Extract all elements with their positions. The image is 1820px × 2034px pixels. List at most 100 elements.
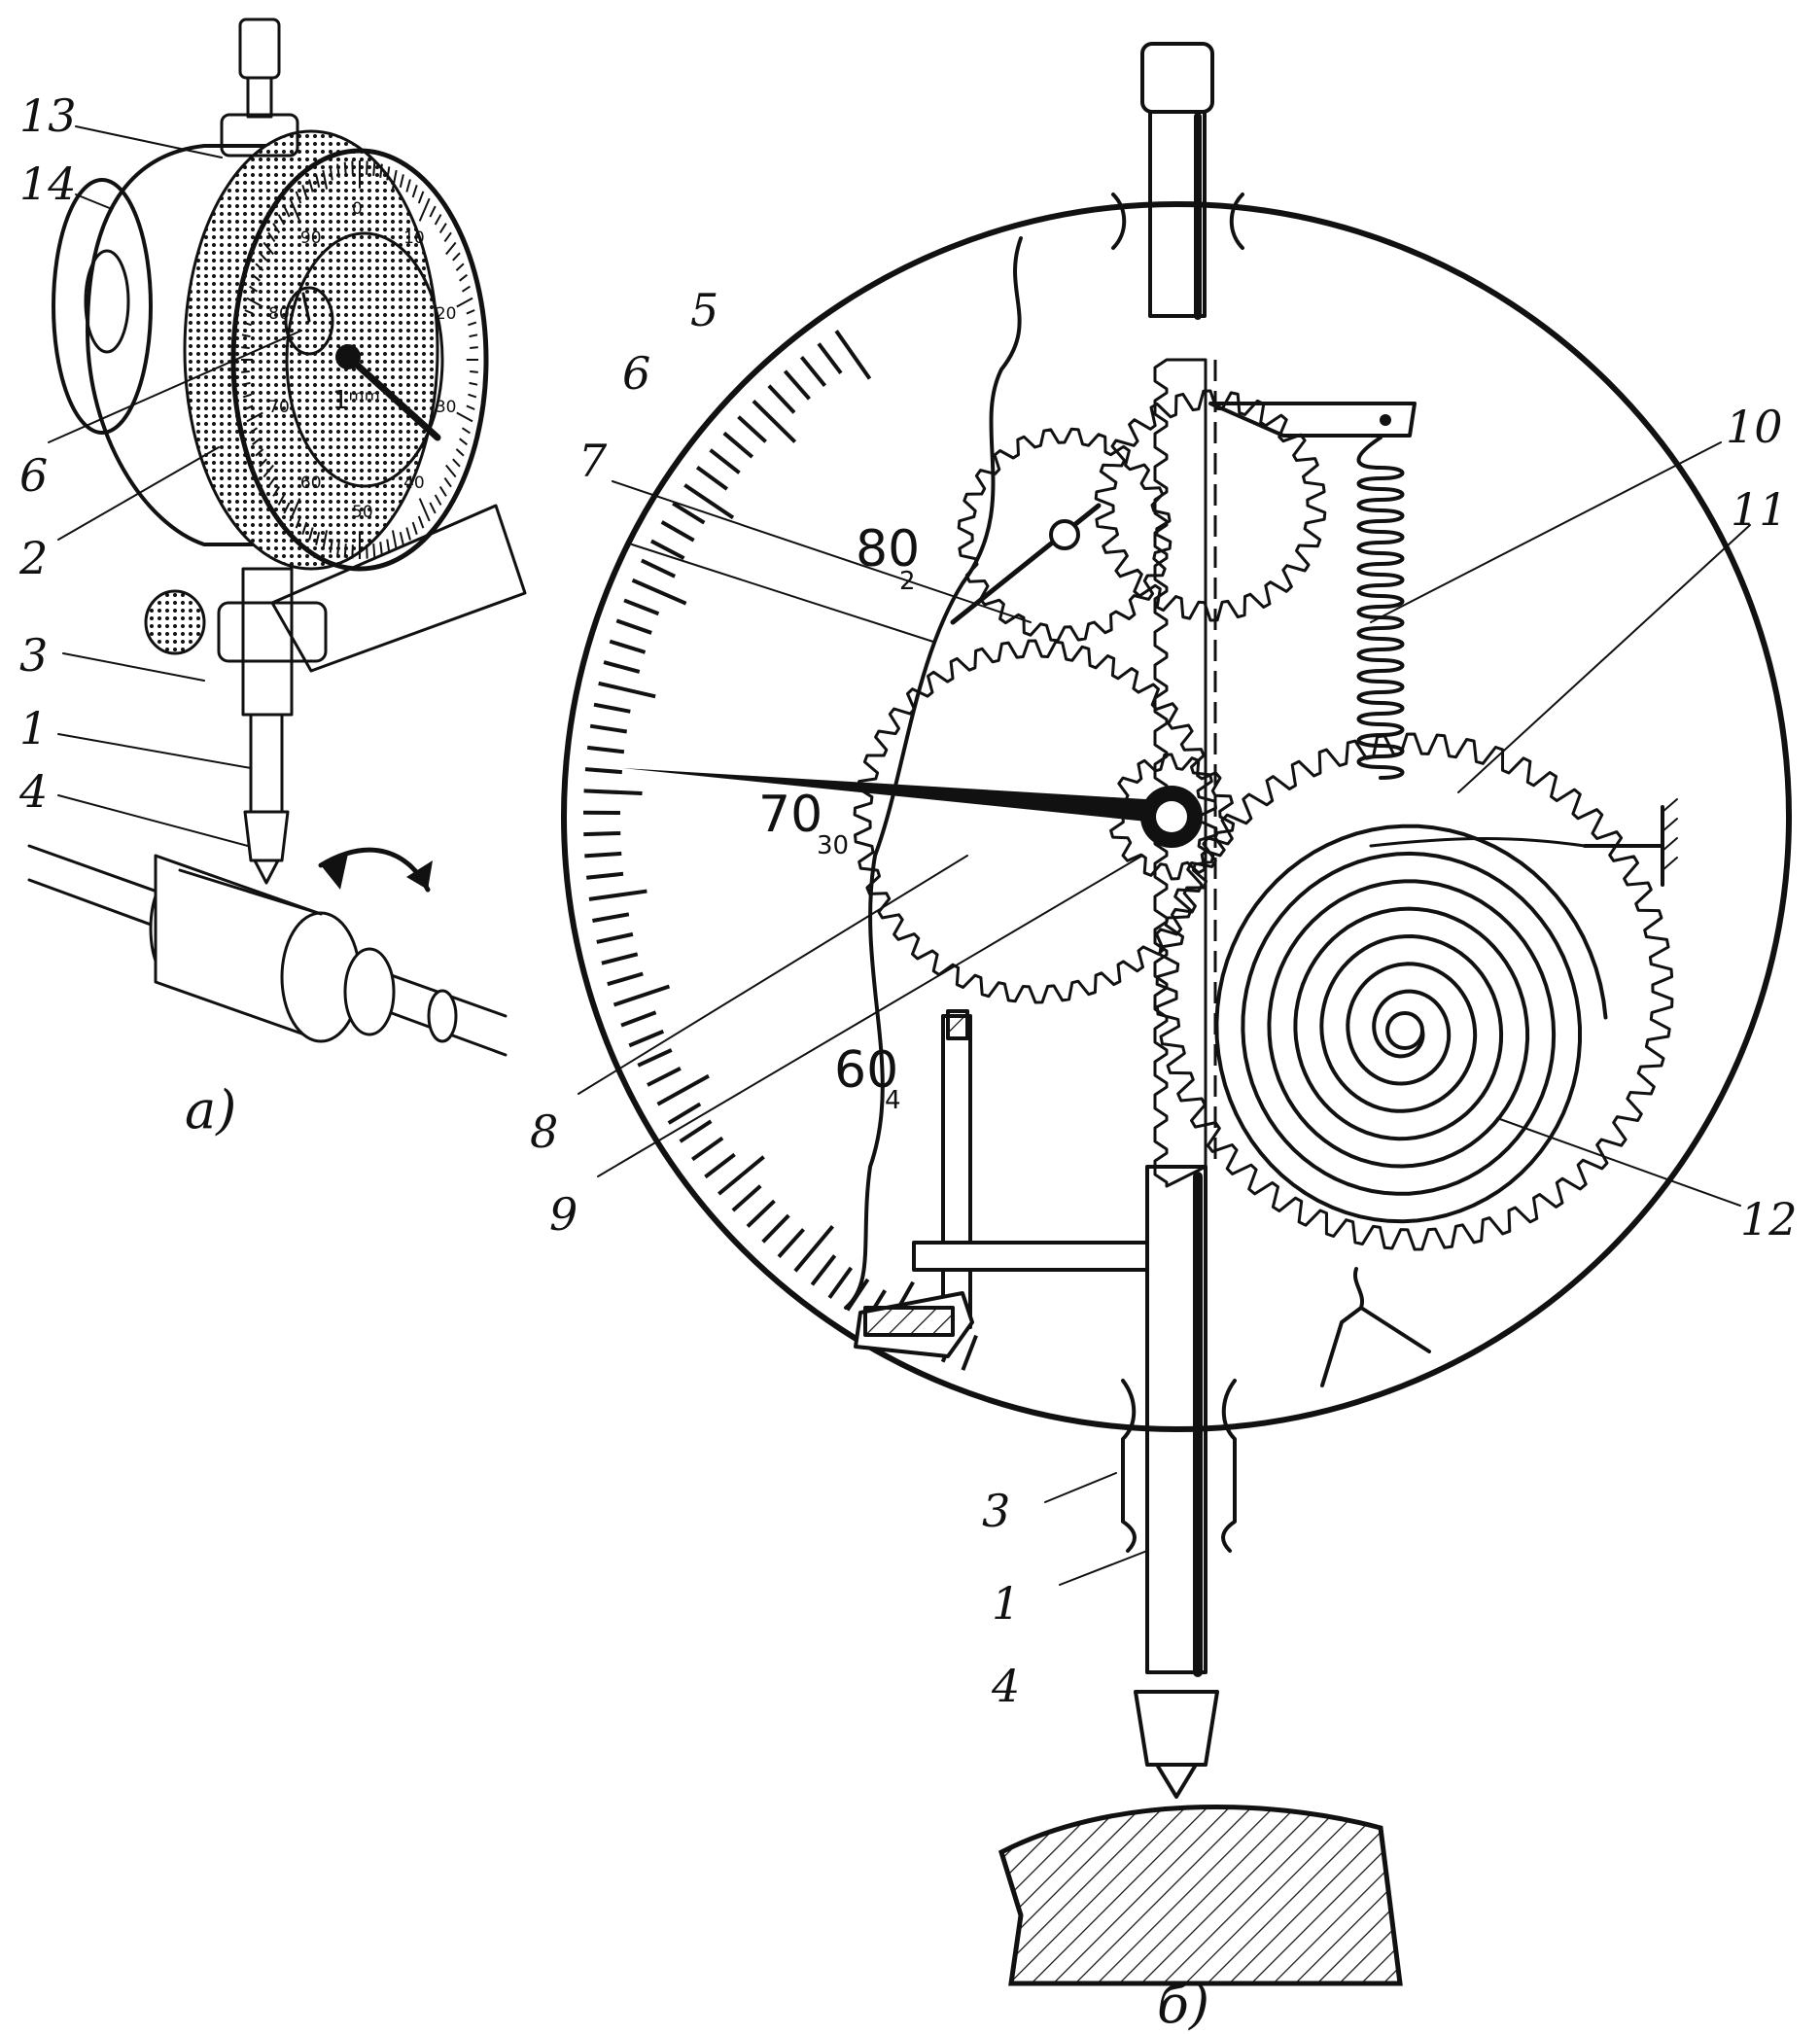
dial-b-80: 80 <box>856 520 920 579</box>
label-b-5: 5 <box>690 284 718 336</box>
tip-point-b <box>1155 1763 1198 1799</box>
back-ear-inner <box>84 249 130 354</box>
spring-lever <box>1208 402 1417 438</box>
dial-a-tick <box>386 166 391 181</box>
spindle-rack <box>1134 42 1219 1799</box>
dial-b-tick <box>656 1073 710 1106</box>
dial-b-tick <box>603 660 641 674</box>
dial-a-tick <box>283 205 291 218</box>
lower-spring-link <box>1320 1267 1431 1387</box>
dial-a-tick <box>242 321 252 327</box>
dial-a-tick <box>241 369 250 373</box>
measuring-rod-a <box>249 713 284 814</box>
dial-a-tick <box>461 285 471 293</box>
dial-a-tick <box>329 166 333 181</box>
dial-a-number: 50 <box>352 503 373 522</box>
workpiece-shaft <box>27 844 508 1057</box>
dial-a-number: 90 <box>300 228 322 248</box>
dial-a-tick <box>244 309 254 315</box>
dial-a-tick <box>469 333 478 338</box>
housing-circle <box>561 201 1792 1432</box>
dial-a-tick <box>379 542 383 556</box>
label-b-1: 1 <box>992 1577 1020 1630</box>
spring-lever-pin <box>1380 414 1391 426</box>
dial-a-tick <box>411 521 418 535</box>
dial-b-tick <box>623 598 660 616</box>
dial-b-tick <box>647 1067 682 1087</box>
small-dial-gear <box>957 427 1172 643</box>
dial-b-tick <box>641 558 677 579</box>
measuring-tip-b <box>1134 1690 1219 1767</box>
dial-b-tick <box>598 681 656 699</box>
dial-b-tick <box>649 539 685 560</box>
dial-b-tick <box>631 578 687 606</box>
dial-a-tick <box>246 297 263 308</box>
dial-a-tick <box>459 273 469 282</box>
dial-a-tick <box>295 191 302 204</box>
dial-b-tick <box>628 1029 665 1048</box>
dial-a-tick <box>289 197 301 222</box>
dial-a-tick <box>308 527 314 541</box>
dial-b-4: 4 <box>885 1086 901 1115</box>
top-collar-a <box>220 113 299 158</box>
dial-a-tick <box>249 285 259 293</box>
dial-a-tick <box>272 223 281 234</box>
dial-a-tick <box>418 197 431 222</box>
clamp-collar-a <box>217 601 328 663</box>
dial-b-70: 70 <box>758 786 822 844</box>
dial-a-tick <box>399 174 404 188</box>
gearCentral-teeth <box>853 639 1218 1004</box>
dial-b-tick <box>817 342 843 374</box>
revolution-dial-needle <box>301 292 311 323</box>
dial-b-30: 30 <box>817 831 849 860</box>
label-b-9: 9 <box>549 1188 578 1241</box>
dial-a-tick <box>466 309 475 315</box>
dial-a-tick <box>249 427 259 435</box>
dial-b-ticks <box>583 330 978 1371</box>
dial-a-tick <box>456 411 473 423</box>
top-stem-a <box>246 76 273 119</box>
sleeve-brackets <box>1111 193 1244 1553</box>
dial-b-tick <box>588 889 648 901</box>
label-a-3: 3 <box>19 629 48 682</box>
dial-a-tick <box>244 404 254 410</box>
dial-b-tick <box>601 952 639 965</box>
main-pointer-hub-center <box>1156 801 1187 832</box>
dial-a-tick <box>468 321 477 327</box>
upper-gear <box>1094 389 1327 622</box>
dial-a-tick <box>470 346 478 350</box>
main-pointer-b <box>622 768 1167 824</box>
spindle-lower <box>1145 1165 1208 1674</box>
dial-a-number: 20 <box>436 304 457 324</box>
hairspring <box>1214 824 1608 1224</box>
label-b-12: 12 <box>1740 1193 1798 1245</box>
dial-a-tick <box>315 174 321 188</box>
dial-b-tick <box>615 618 652 635</box>
dial-a-number: 80 <box>268 304 290 324</box>
dial-a-tick <box>461 427 471 435</box>
dial-a-tick <box>386 539 391 553</box>
dial-a-tick <box>366 544 368 559</box>
dial-a-tick <box>343 544 347 558</box>
dial-b-tick <box>761 1213 790 1244</box>
dial-b-tick <box>718 1155 765 1196</box>
dial-a-number: 0 <box>352 199 363 219</box>
dial-b-tick <box>691 1136 724 1162</box>
dial-a-tick <box>262 241 274 256</box>
dial-a-tick <box>241 333 251 338</box>
dial-a-tick <box>259 252 267 262</box>
dial-b-tick <box>810 1254 837 1286</box>
dial-a-tick <box>411 185 418 198</box>
indicator-body <box>86 144 323 546</box>
label-a-14: 14 <box>19 158 77 210</box>
dial-b-tick <box>620 1010 657 1028</box>
label-b-6: 6 <box>622 347 650 400</box>
label-b-4: 4 <box>991 1660 1020 1712</box>
dial-a-tick <box>452 252 461 262</box>
workpiece-b <box>998 1804 1403 1986</box>
dial-a-tick <box>241 346 250 350</box>
dial-b-tick <box>709 448 741 474</box>
label-a-1: 1 <box>19 702 48 754</box>
